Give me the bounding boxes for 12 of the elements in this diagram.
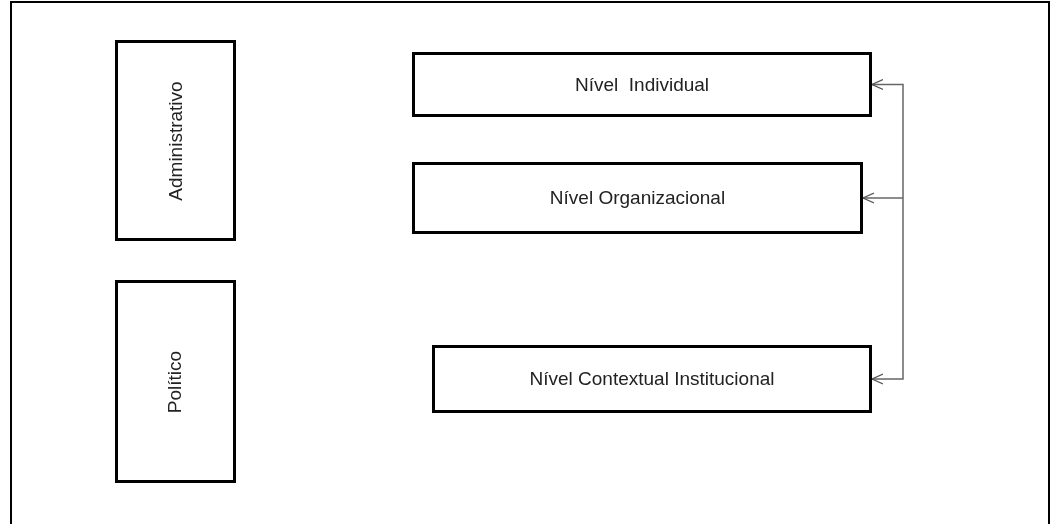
box-label: Nível Contextual Institucional bbox=[529, 368, 775, 390]
process-box bbox=[115, 40, 236, 241]
arrow bbox=[871, 78, 904, 385]
box-label: Nível Organizacional bbox=[549, 187, 726, 209]
process-box bbox=[115, 280, 236, 483]
process-box bbox=[412, 52, 872, 117]
arrow bbox=[862, 192, 904, 204]
process-box bbox=[412, 162, 863, 234]
box-label: Político bbox=[164, 350, 187, 413]
box-label: Administrativo bbox=[164, 80, 187, 201]
box-label: Nível Individual bbox=[574, 73, 710, 96]
process-box bbox=[432, 345, 872, 413]
